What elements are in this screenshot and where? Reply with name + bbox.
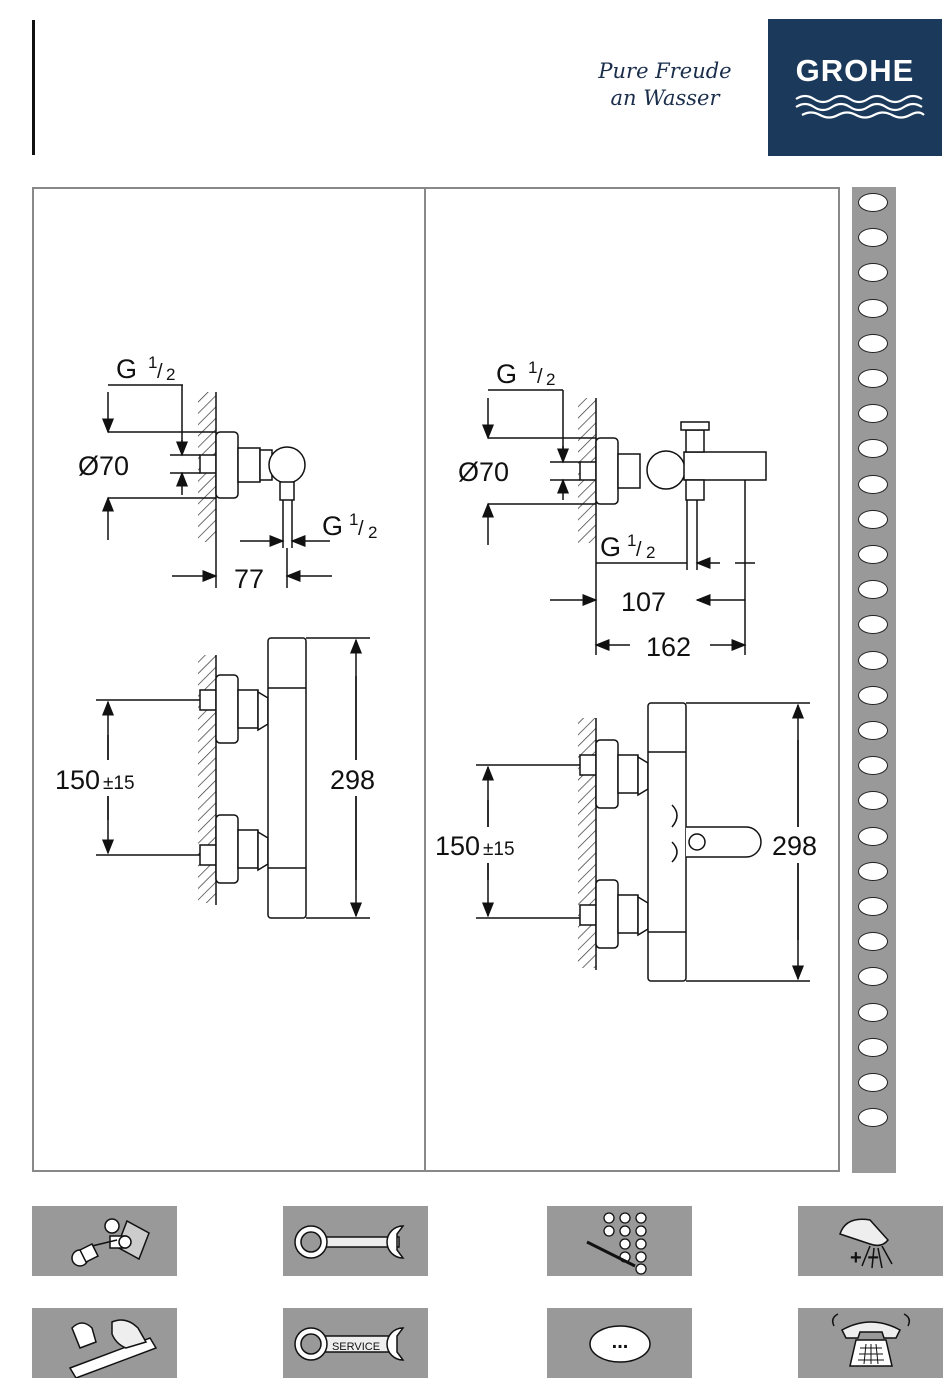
left-top-thread-den: 2 <box>166 365 175 384</box>
language-option[interactable] <box>858 510 888 529</box>
left-spacing-tolerance: ±15 <box>103 773 135 794</box>
language-option[interactable] <box>858 404 888 423</box>
service-tile[interactable]: SERVICE <box>283 1308 428 1378</box>
language-option[interactable] <box>858 580 888 599</box>
handle-mounting-icon <box>32 1308 177 1378</box>
language-option[interactable] <box>858 1108 888 1127</box>
language-option[interactable] <box>858 862 888 881</box>
right-outlet-thread-g: G <box>600 532 621 562</box>
right-depth-short: 107 <box>621 587 666 617</box>
right-spacing-tolerance: ±15 <box>483 839 515 860</box>
spare-parts-tile[interactable] <box>283 1206 428 1276</box>
language-option[interactable] <box>858 334 888 353</box>
left-outlet-thread-den: 2 <box>368 523 377 542</box>
right-top-thread-den: 2 <box>546 370 555 389</box>
language-option[interactable] <box>858 369 888 388</box>
telephone-icon <box>798 1308 943 1378</box>
left-diameter: Ø70 <box>78 451 129 481</box>
language-option[interactable] <box>858 439 888 458</box>
language-selector <box>852 187 896 1173</box>
handle-mounting-tile[interactable] <box>32 1308 177 1378</box>
pattern-tile[interactable] <box>547 1206 692 1276</box>
language-option[interactable] <box>858 651 888 670</box>
language-option[interactable] <box>858 791 888 810</box>
left-spacing: 150 <box>55 765 100 795</box>
installation-tile[interactable] <box>32 1206 177 1276</box>
language-option[interactable] <box>858 228 888 247</box>
left-top-thread-g: G <box>116 354 137 384</box>
language-option[interactable] <box>858 1073 888 1092</box>
svg-text:/: / <box>157 361 163 383</box>
right-diameter: Ø70 <box>458 457 509 487</box>
language-option[interactable] <box>858 615 888 634</box>
language-option[interactable] <box>858 686 888 705</box>
language-option[interactable] <box>858 967 888 986</box>
right-top-thread-g: G <box>496 359 517 389</box>
language-option[interactable] <box>858 263 888 282</box>
right-spacing: 150 <box>435 831 480 861</box>
right-outlet-thread-den: 2 <box>646 543 655 562</box>
flow-adjust-tile[interactable]: + − <box>798 1206 943 1276</box>
right-height: 298 <box>772 831 817 861</box>
language-option[interactable] <box>858 827 888 846</box>
flow-adjust-icon: + − <box>798 1206 943 1276</box>
spare-parts-wrench-icon <box>283 1206 428 1276</box>
pattern-dots-icon <box>547 1206 692 1276</box>
svg-text:/: / <box>537 366 543 388</box>
more-label: ... <box>590 1329 650 1359</box>
language-option[interactable] <box>858 932 888 951</box>
language-option[interactable] <box>858 1038 888 1057</box>
language-option[interactable] <box>858 756 888 775</box>
language-option[interactable] <box>858 1003 888 1022</box>
language-option[interactable] <box>858 897 888 916</box>
language-option[interactable] <box>858 193 888 212</box>
language-option[interactable] <box>858 721 888 740</box>
right-depth-long: 162 <box>646 632 691 662</box>
service-label: SERVICE <box>327 1339 385 1355</box>
left-depth: 77 <box>234 564 264 594</box>
language-option[interactable] <box>858 475 888 494</box>
left-outlet-thread-g: G <box>322 511 343 541</box>
language-option[interactable] <box>858 545 888 564</box>
left-top-view <box>108 385 332 588</box>
language-option[interactable] <box>858 299 888 318</box>
svg-text:/: / <box>358 518 364 540</box>
more-tile[interactable]: ... <box>547 1308 692 1378</box>
installation-icon <box>32 1206 177 1276</box>
flow-symbols: + − <box>850 1247 879 1269</box>
svg-text:/: / <box>636 539 642 561</box>
left-height: 298 <box>330 765 375 795</box>
telephone-tile[interactable] <box>798 1308 943 1378</box>
